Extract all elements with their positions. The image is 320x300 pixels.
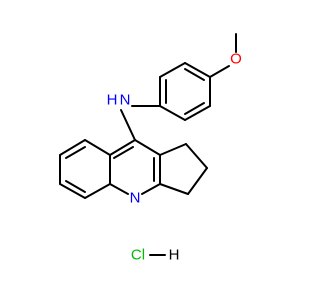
bond-cp2 [185,143,208,169]
bond-bz1 [84,139,111,156]
molecule-diagram: O N H N Cl H [59,33,242,264]
bond-ar4 [159,105,186,121]
bond-bz4 [59,183,86,199]
bond-ar5-inner [184,102,205,115]
bond-ar5 [184,105,211,121]
bond-bz4-inner [65,180,86,193]
atom-n-ring: N [130,190,141,207]
bond-c9-c9a [109,139,136,156]
bond-bz2 [59,139,86,156]
atom-o-methoxy: O [230,51,242,68]
atom-n-amine: N [120,92,131,109]
bond-ar1-inner [184,68,205,81]
bond-n-c4a [109,183,129,195]
bond-bz5 [84,183,111,199]
bond-bz2-inner [65,146,86,159]
atom-cl: Cl [131,247,145,264]
bond-c4-n [141,183,161,195]
atom-h-cl: H [169,247,180,264]
bond-cp1 [159,143,187,156]
atom-h-amine: H [107,92,118,109]
structure-drawing: O N H N Cl H [59,33,242,264]
bond-nh-c9 [120,109,136,141]
bond-cp3 [187,167,208,195]
bond-o-c [209,65,230,78]
bond-c9-c9a-inner [113,146,134,159]
bond-ar2 [159,62,186,78]
bond-cp4 [159,183,189,195]
bond-ar1 [184,62,211,78]
bond-c9-c3a [134,139,161,156]
